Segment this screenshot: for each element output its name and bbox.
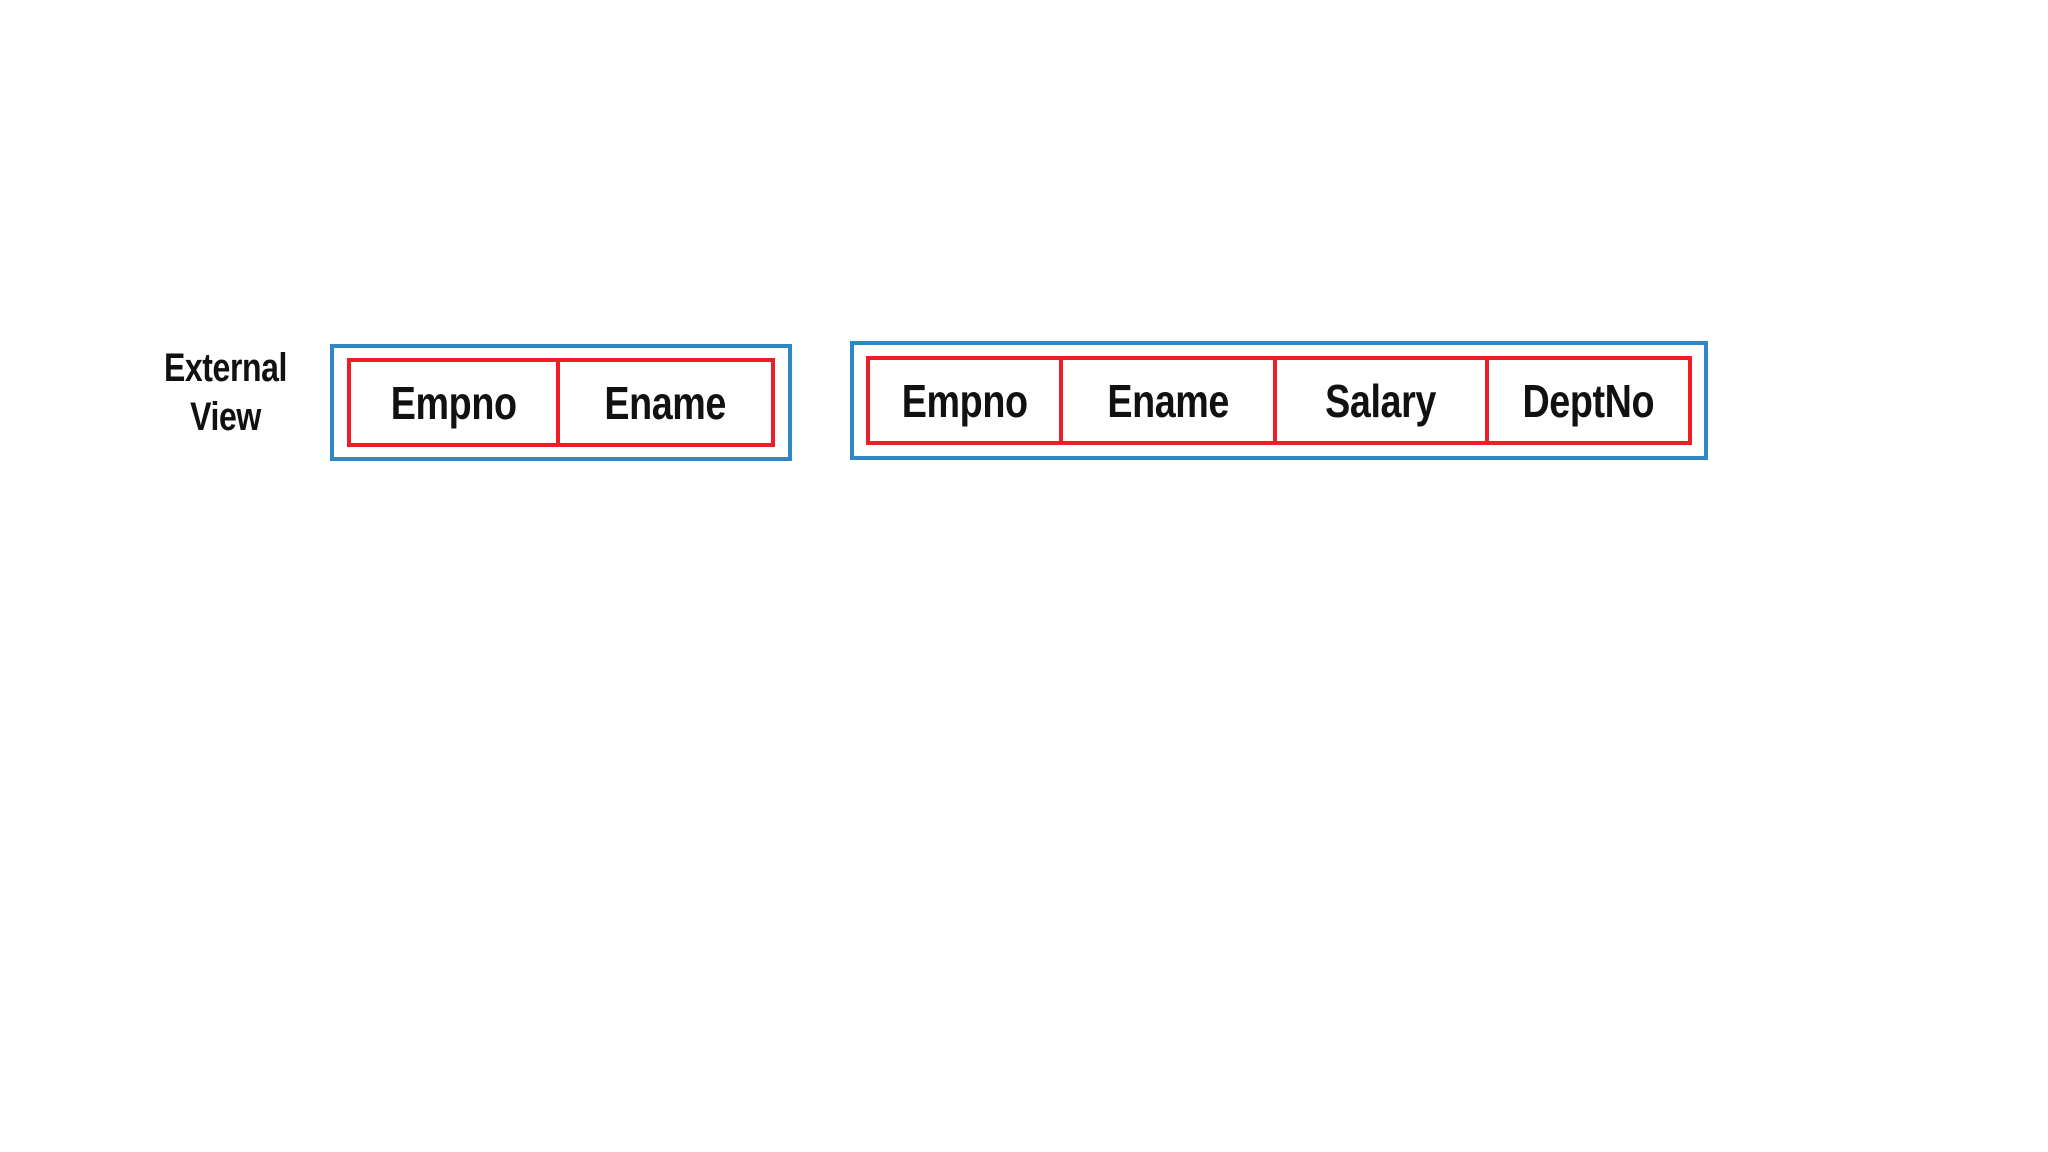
external-view-label: External View <box>148 344 304 442</box>
column-label: Empno <box>390 376 517 429</box>
external-view-label-line2: View <box>190 395 261 439</box>
column-cell-empno: Empno <box>351 362 556 443</box>
column-label: Salary <box>1325 374 1437 427</box>
column-cell-deptno: DeptNo <box>1484 360 1688 441</box>
table-row: Empno Ename <box>347 358 775 447</box>
column-cell-ename: Ename <box>556 362 771 443</box>
column-cell-ename: Ename <box>1059 360 1273 441</box>
external-view-table-full: Empno Ename Salary DeptNo <box>850 341 1708 460</box>
external-view-table-small: Empno Ename <box>330 344 792 461</box>
column-cell-empno: Empno <box>870 360 1059 441</box>
column-label: Ename <box>604 376 727 429</box>
column-label: Ename <box>1107 374 1230 427</box>
column-cell-salary: Salary <box>1273 360 1485 441</box>
external-view-label-line1: External <box>163 346 288 390</box>
column-label: DeptNo <box>1522 374 1655 427</box>
table-row: Empno Ename Salary DeptNo <box>866 356 1692 445</box>
column-label: Empno <box>901 374 1028 427</box>
